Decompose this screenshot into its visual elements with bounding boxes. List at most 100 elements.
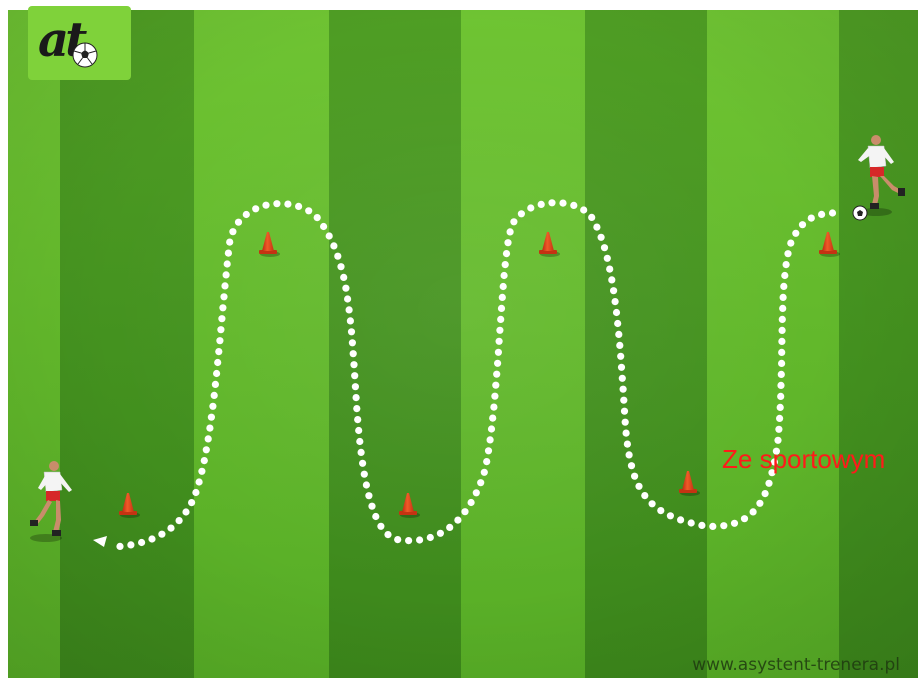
path-dot [477, 479, 484, 486]
path-dot [778, 349, 785, 356]
path-dot [620, 397, 627, 404]
path-dot [368, 503, 375, 510]
path-dot [219, 304, 226, 311]
path-dot [361, 471, 368, 478]
path-dot [355, 427, 362, 434]
path-dot [787, 240, 794, 247]
path-dot [777, 393, 784, 400]
path-dot [588, 214, 595, 221]
path-dot [709, 523, 716, 530]
path-dot [765, 480, 772, 487]
path-dot [614, 320, 621, 327]
path-dot [580, 206, 587, 213]
path-dot [342, 285, 349, 292]
path-dot [635, 483, 642, 490]
dribble-path [116, 199, 836, 550]
path-dot [305, 207, 312, 214]
path-dot [314, 214, 321, 221]
path-dot [538, 201, 545, 208]
path-dot [783, 261, 790, 268]
path-dot [437, 530, 444, 537]
path-dot [756, 500, 763, 507]
cone-icon [679, 471, 700, 496]
path-dot [215, 348, 222, 355]
path-dot [209, 403, 216, 410]
path-dot [372, 513, 379, 520]
path-dot [615, 331, 622, 338]
path-dot [468, 499, 475, 506]
cone-icon [539, 232, 560, 257]
path-dot [344, 295, 351, 302]
path-dot [229, 228, 236, 235]
path-dot [492, 382, 499, 389]
path-dot [498, 305, 505, 312]
ball-icon [853, 206, 867, 220]
path-dot [461, 508, 468, 515]
path-dot [353, 394, 360, 401]
path-dot [688, 519, 695, 526]
path-dot [510, 218, 517, 225]
path-dot [487, 436, 494, 443]
path-dot [218, 315, 225, 322]
path-dot [252, 205, 259, 212]
path-dot [377, 523, 384, 530]
path-dot [488, 425, 495, 432]
path-dot [363, 481, 370, 488]
path-dot [206, 425, 213, 432]
path-dot [500, 283, 507, 290]
path-dot [481, 469, 488, 476]
path-dot [320, 223, 327, 230]
path-dot [774, 437, 781, 444]
path-dot [208, 414, 215, 421]
path-dot [473, 489, 480, 496]
path-dot [198, 468, 205, 475]
path-dot [631, 473, 638, 480]
path-dot [347, 317, 354, 324]
path-dot [176, 517, 183, 524]
path-dot [762, 490, 769, 497]
path-dot [497, 316, 504, 323]
path-dot [731, 520, 738, 527]
caption-text: Ze sportowym [722, 444, 885, 474]
path-dot [792, 230, 799, 237]
path-dot [622, 419, 629, 426]
path-dot [775, 426, 782, 433]
path-dot [799, 221, 806, 228]
path-dot [677, 516, 684, 523]
path-dot [623, 430, 630, 437]
path-dot [235, 219, 242, 226]
path-dot [205, 435, 212, 442]
path-dot [741, 515, 748, 522]
path-dot [224, 260, 231, 267]
path-dot [201, 457, 208, 464]
path-dot [527, 204, 534, 211]
path-dot [618, 364, 625, 371]
path-dot [598, 234, 605, 241]
path-dot [192, 489, 199, 496]
path-dot [619, 375, 626, 382]
path-dot [829, 209, 836, 216]
path-dot [359, 460, 366, 467]
path-dot [416, 536, 423, 543]
path-dot [330, 242, 337, 249]
path-dot [780, 283, 787, 290]
path-dot [196, 478, 203, 485]
player-icon [30, 461, 72, 542]
path-dot [220, 293, 227, 300]
path-dot [808, 215, 815, 222]
path-dot [127, 541, 134, 548]
path-dot [667, 512, 674, 519]
path-dot [273, 200, 280, 207]
path-dot [604, 255, 611, 262]
path-dot [606, 266, 613, 273]
path-dot [626, 451, 633, 458]
path-dot [211, 392, 218, 399]
path-dot [221, 282, 228, 289]
path-dot [334, 253, 341, 260]
path-dot [346, 306, 353, 313]
path-dot [326, 232, 333, 239]
path-dot [613, 309, 620, 316]
watermark: www.asystent-trenera.pl [692, 655, 900, 675]
path-dot [559, 200, 566, 207]
